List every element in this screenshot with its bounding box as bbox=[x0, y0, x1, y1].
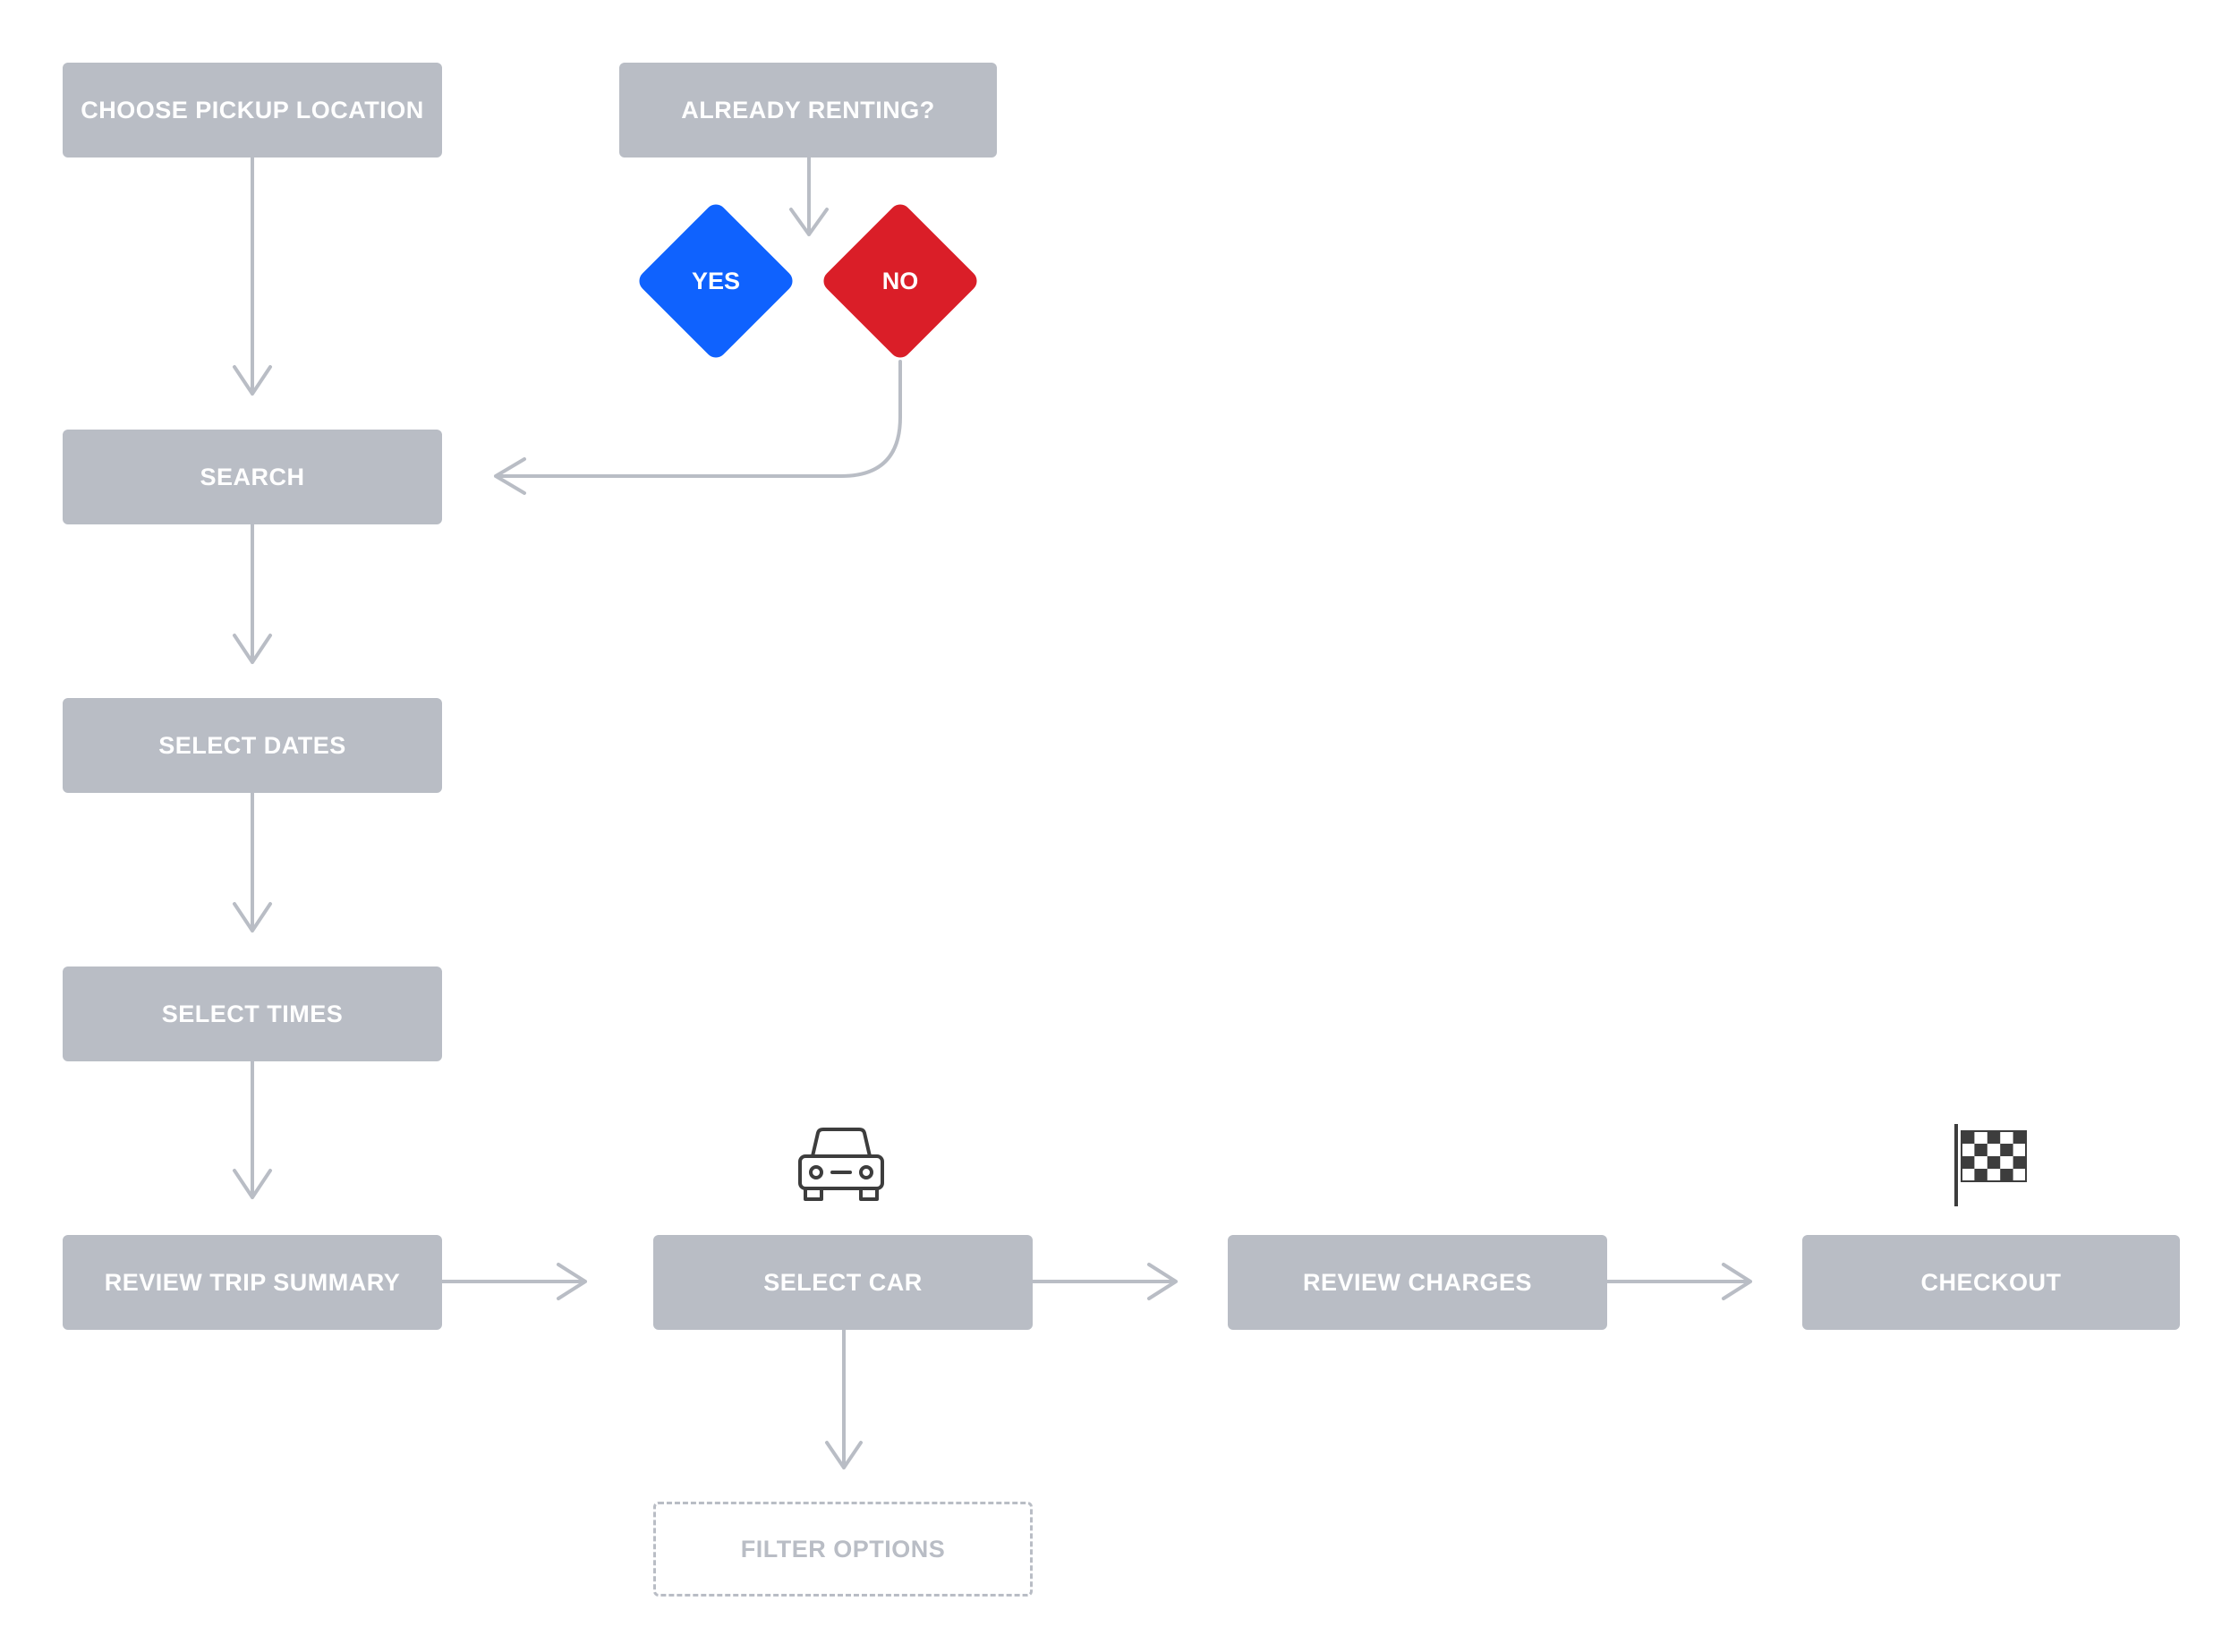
node-label: FILTER OPTIONS bbox=[740, 1535, 946, 1563]
car-icon bbox=[798, 1128, 884, 1201]
node-review-trip-summary[interactable]: REVIEW TRIP SUMMARY bbox=[63, 1235, 442, 1330]
arrow-no-to-search bbox=[494, 360, 902, 495]
node-choose-pickup-location[interactable]: CHOOSE PICKUP LOCATION bbox=[63, 63, 442, 158]
node-checkout[interactable]: CHECKOUT bbox=[1802, 1235, 2180, 1330]
node-label: REVIEW TRIP SUMMARY bbox=[104, 1268, 401, 1296]
node-filter-options[interactable]: FILTER OPTIONS bbox=[653, 1502, 1033, 1597]
arrow-charges-to-checkout bbox=[1605, 1263, 1752, 1300]
node-label: CHOOSE PICKUP LOCATION bbox=[81, 96, 424, 123]
node-review-charges[interactable]: REVIEW CHARGES bbox=[1228, 1235, 1607, 1330]
node-label: REVIEW CHARGES bbox=[1302, 1268, 1533, 1296]
decision-no-label: NO bbox=[881, 267, 919, 294]
arrow-times-to-summary bbox=[233, 1060, 272, 1199]
arrow-dates-to-times bbox=[233, 791, 272, 932]
checkered-flag-icon bbox=[1954, 1124, 2027, 1206]
node-label: SELECT CAR bbox=[763, 1268, 923, 1296]
node-label: SELECT TIMES bbox=[161, 1000, 344, 1027]
node-select-car[interactable]: SELECT CAR bbox=[653, 1235, 1033, 1330]
arrow-car-to-filter bbox=[825, 1328, 863, 1469]
node-already-renting[interactable]: ALREADY RENTING? bbox=[619, 63, 997, 158]
node-select-dates[interactable]: SELECT DATES bbox=[63, 698, 442, 793]
arrow-search-to-dates bbox=[233, 523, 272, 664]
node-label: ALREADY RENTING? bbox=[681, 96, 935, 123]
node-label: SELECT DATES bbox=[158, 731, 346, 759]
arrow-summary-to-car bbox=[440, 1263, 587, 1300]
node-label: CHECKOUT bbox=[1920, 1268, 2062, 1296]
arrow-renting-to-decision bbox=[789, 156, 829, 236]
node-search[interactable]: SEARCH bbox=[63, 430, 442, 524]
node-label: SEARCH bbox=[200, 463, 305, 490]
arrow-car-to-charges bbox=[1031, 1263, 1178, 1300]
arrow-pickup-to-search bbox=[233, 156, 272, 396]
decision-yes-label: YES bbox=[691, 267, 741, 294]
node-select-times[interactable]: SELECT TIMES bbox=[63, 967, 442, 1061]
